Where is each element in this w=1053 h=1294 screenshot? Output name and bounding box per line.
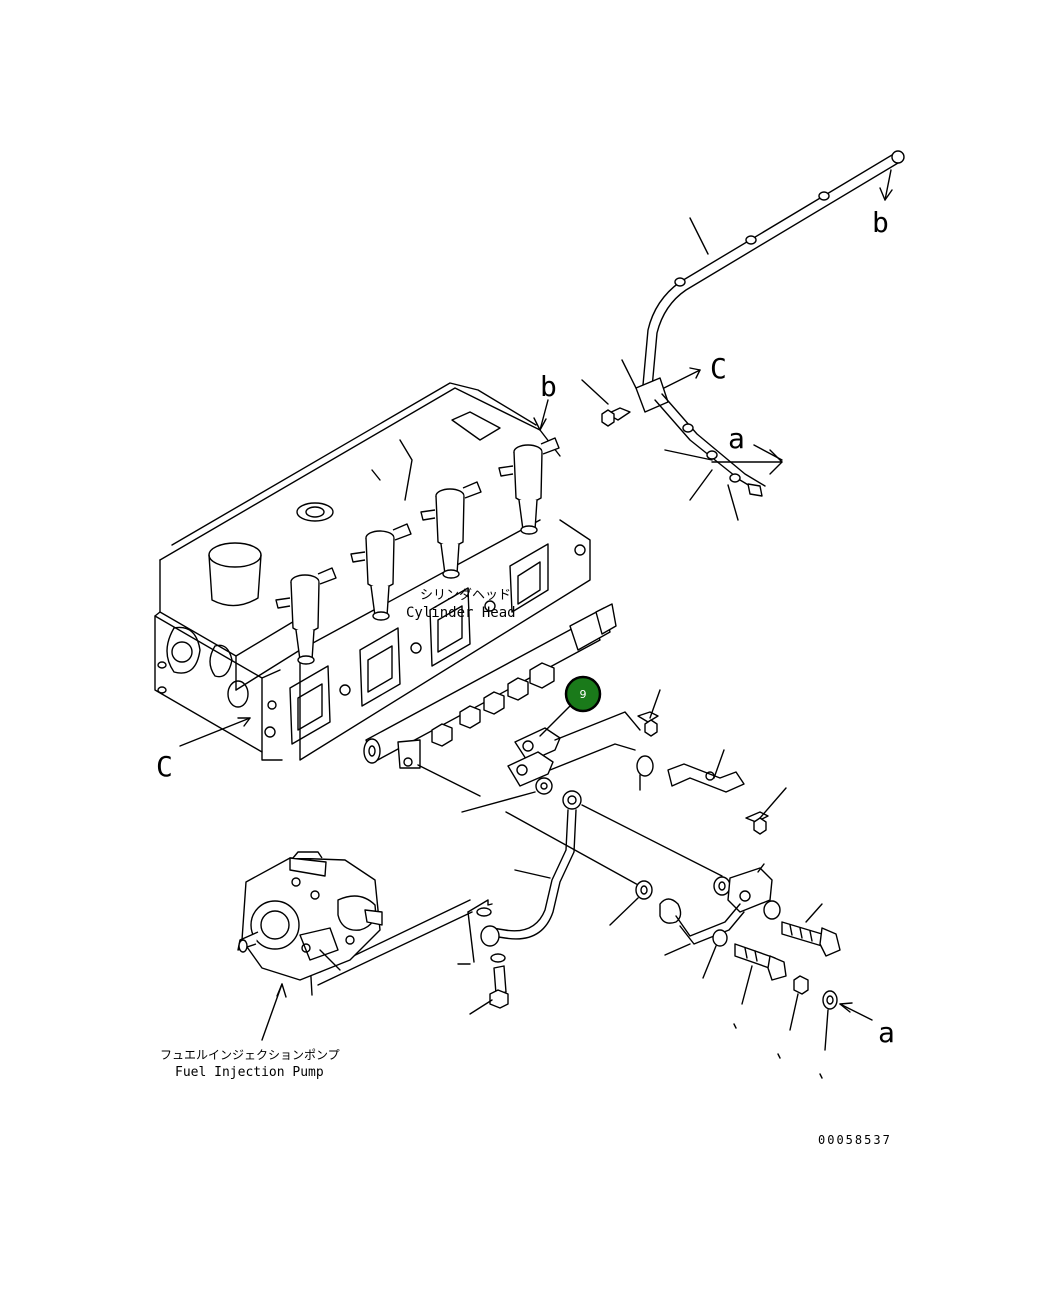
pump-jp-label: フュエルインジェクションポンプ xyxy=(160,1048,340,1062)
ref-c-top-label: C xyxy=(710,352,727,385)
pump-bracket xyxy=(309,899,509,1015)
pump-en-label: Fuel Injection Pump xyxy=(175,1065,324,1080)
injector-4 xyxy=(498,437,560,535)
ref-c-left-label: C xyxy=(156,750,173,783)
common-rail xyxy=(363,603,617,797)
drawing-number: 00058537 xyxy=(818,1133,892,1147)
lower-fittings xyxy=(609,863,873,1079)
ref-b-mid-label: b xyxy=(540,370,557,403)
fuel-return-pipe xyxy=(581,150,905,521)
ref-a-bottom-label: a xyxy=(878,1016,895,1049)
injection-pipe xyxy=(480,790,723,947)
ref-a-top-label: a xyxy=(728,422,745,455)
injector-3 xyxy=(420,481,482,579)
cylinder-head-jp-label: シリンダヘッド xyxy=(420,588,511,603)
rail-bracket xyxy=(461,689,787,835)
cylinder-head-en-label: Cylinder Head xyxy=(406,605,516,621)
injector-2 xyxy=(350,523,412,621)
part-callout-9[interactable]: 9 xyxy=(539,675,602,737)
leader-c-left xyxy=(179,717,251,747)
fuel-injection-pump xyxy=(237,851,383,1041)
rail-fittings xyxy=(431,662,555,747)
ref-b-top-label: b xyxy=(872,206,889,239)
callout-number: 9 xyxy=(580,688,587,701)
injector-1 xyxy=(275,567,337,665)
injectors xyxy=(275,399,560,665)
callout-circle[interactable] xyxy=(564,675,602,713)
